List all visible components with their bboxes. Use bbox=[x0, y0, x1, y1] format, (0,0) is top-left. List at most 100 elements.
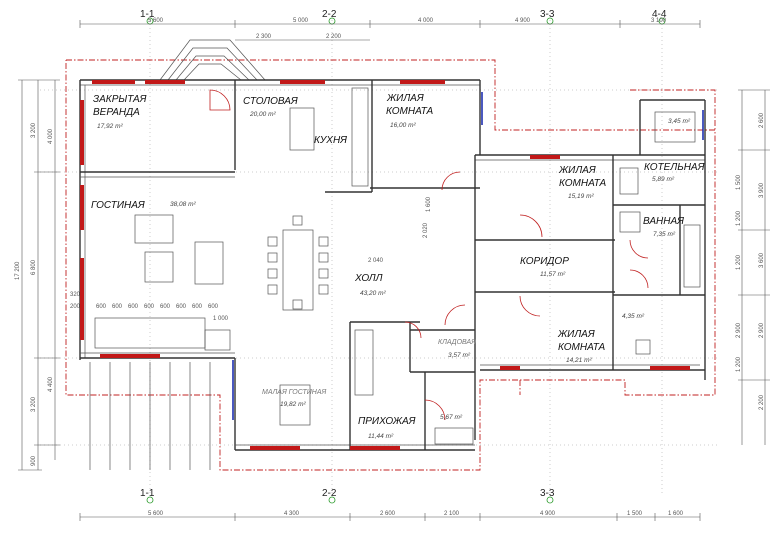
room-bedroom1-label-2: КОМНАТА bbox=[386, 106, 434, 117]
room-boiler-label: КОТЕЛЬНАЯ bbox=[644, 162, 705, 173]
dim-inner-4: 1 000 bbox=[213, 316, 229, 322]
dim-row600-5: 600 bbox=[160, 304, 171, 310]
room-dining-label: СТОЛОВАЯ bbox=[243, 96, 298, 107]
room-bedroom2-area: 15,19 m² bbox=[568, 193, 594, 200]
room-bath-area: 7,35 m² bbox=[653, 231, 676, 238]
axis-label-1-bottom: 1-1 bbox=[140, 488, 155, 499]
dim-left-outer: 17 200 bbox=[15, 261, 21, 280]
bay-window bbox=[159, 39, 266, 81]
room-bedroom1-area: 16,00 m² bbox=[390, 122, 416, 129]
room-dining-area: 20,00 m² bbox=[249, 111, 276, 118]
dim-right-outer-4: 2 900 bbox=[759, 322, 765, 338]
room-wc-area: 4,35 m² bbox=[622, 313, 645, 320]
dim-right-inner-3: 1 200 bbox=[736, 254, 742, 270]
dim-left-mid-4: 900 bbox=[31, 455, 37, 466]
right-dimension-lines bbox=[738, 89, 770, 445]
dim-row600-1: 600 bbox=[96, 304, 107, 310]
room-pantry-label: КЛАДОВАЯ bbox=[438, 339, 476, 346]
dim-bottom-1: 5 600 bbox=[148, 511, 164, 517]
room-boiler-small-area: 3,45 m² bbox=[668, 118, 691, 125]
dim-bottom-4: 2 100 bbox=[444, 511, 460, 517]
room-pantry-area: 3,57 m² bbox=[448, 352, 471, 359]
dim-left-inner-2: 4 400 bbox=[48, 376, 54, 392]
dim-left-small-1: 200 bbox=[70, 304, 81, 310]
bath-fixtures bbox=[619, 111, 701, 355]
axis-label-1-top: 1-1 bbox=[140, 9, 155, 20]
dim-row600-8: 600 bbox=[208, 304, 219, 310]
dim-top-sub-1: 2 300 bbox=[256, 34, 272, 40]
axis-label-2-bottom: 2-2 bbox=[322, 488, 337, 499]
dim-left-mid-3: 3 200 bbox=[31, 396, 37, 412]
room-bath-label: ВАННАЯ bbox=[643, 216, 684, 227]
room-bedroom2-label-2: КОМНАТА bbox=[559, 178, 607, 189]
room-kitchen-label: КУХНЯ bbox=[314, 135, 347, 146]
dim-left-mid-2: 6 800 bbox=[31, 259, 37, 275]
dim-row600-4: 600 bbox=[144, 304, 155, 310]
dim-row600-2: 600 bbox=[112, 304, 123, 310]
doors bbox=[209, 89, 649, 421]
dim-bottom-5: 4 900 bbox=[540, 511, 556, 517]
dim-row600-6: 600 bbox=[176, 304, 187, 310]
dim-right-outer-3: 3 600 bbox=[759, 252, 765, 268]
room-closet-area: 5,67 m² bbox=[440, 414, 463, 421]
room-living-area: 38,08 m² bbox=[170, 201, 196, 208]
room-veranda-label-2: ВЕРАНДА bbox=[93, 107, 140, 118]
dim-row600-7: 600 bbox=[192, 304, 203, 310]
kitchen-units bbox=[279, 87, 474, 445]
axis-markers bbox=[146, 17, 666, 504]
room-entry-area: 11,44 m² bbox=[368, 433, 394, 440]
room-bedroom3-label-1: ЖИЛАЯ bbox=[557, 329, 595, 340]
walls bbox=[79, 79, 706, 451]
dim-left-small-2: 320 bbox=[70, 292, 81, 298]
room-small-living-area: 19,82 m² bbox=[280, 401, 306, 408]
room-veranda-area: 17,92 m² bbox=[97, 123, 123, 130]
bottom-dimension-lines bbox=[79, 513, 701, 521]
room-bedroom2-label-1: ЖИЛАЯ bbox=[558, 165, 596, 176]
dim-right-inner-1: 1 500 bbox=[736, 174, 742, 190]
axis-label-3-top: 3-3 bbox=[540, 9, 555, 20]
dim-top-2: 5 000 bbox=[293, 18, 309, 24]
living-furniture bbox=[94, 214, 231, 351]
room-corridor-area: 11,57 m² bbox=[540, 271, 566, 278]
room-bedroom3-label-2: КОМНАТА bbox=[558, 342, 606, 353]
dim-right-inner-2: 1 200 bbox=[736, 210, 742, 226]
dim-row600-3: 600 bbox=[128, 304, 139, 310]
room-entry-label: ПРИХОЖАЯ bbox=[358, 416, 416, 427]
dim-left-mid-1: 3 200 bbox=[31, 122, 37, 138]
dim-right-outer-5: 2 200 bbox=[759, 394, 765, 410]
room-bedroom3-area: 14,21 m² bbox=[566, 357, 592, 364]
dim-top-5: 3 100 bbox=[651, 18, 667, 24]
top-dimension-lines bbox=[79, 20, 701, 41]
room-corridor-label: КОРИДОР bbox=[520, 256, 569, 267]
room-living-label: ГОСТИНАЯ bbox=[91, 200, 145, 211]
windows bbox=[80, 80, 704, 450]
axis-label-3-bottom: 3-3 bbox=[540, 488, 555, 499]
room-veranda-label-1: ЗАКРЫТАЯ bbox=[93, 94, 147, 105]
axis-label-4-top: 4-4 bbox=[652, 9, 667, 20]
dim-top-4: 4 900 bbox=[515, 18, 531, 24]
dim-bottom-6: 1 500 bbox=[627, 511, 643, 517]
dim-right-outer-2: 3 900 bbox=[759, 182, 765, 198]
room-bedroom1-label-1: ЖИЛАЯ bbox=[386, 93, 424, 104]
dim-right-outer-1: 2 600 bbox=[759, 112, 765, 128]
left-dimension-lines bbox=[18, 79, 60, 471]
room-hall-area: 43,20 m² bbox=[360, 290, 386, 297]
dim-right-inner-4: 2 900 bbox=[736, 322, 742, 338]
room-boiler-area: 5,89 m² bbox=[652, 176, 675, 183]
room-small-living-label: МАЛАЯ ГОСТИНАЯ bbox=[262, 389, 327, 396]
dim-inner-1: 2 040 bbox=[368, 258, 384, 264]
dim-right-inner-5: 1 200 bbox=[736, 356, 742, 372]
dining-table bbox=[267, 215, 329, 311]
room-hall-label: ХОЛЛ bbox=[354, 273, 383, 284]
dim-left-inner-1: 4 000 bbox=[48, 128, 54, 144]
dim-bottom-7: 1 600 bbox=[668, 511, 684, 517]
dim-inner-3: 1 600 bbox=[426, 196, 432, 212]
axis-label-2-top: 2-2 bbox=[322, 9, 337, 20]
dim-top-sub-2: 2 200 bbox=[326, 34, 342, 40]
dim-top-1: 5 600 bbox=[148, 18, 164, 24]
dim-top-3: 4 000 bbox=[418, 18, 434, 24]
porch-posts bbox=[89, 362, 211, 470]
dim-bottom-3: 2 600 bbox=[380, 511, 396, 517]
dim-bottom-2: 4 300 bbox=[284, 511, 300, 517]
house-outline-dashed bbox=[65, 59, 716, 471]
